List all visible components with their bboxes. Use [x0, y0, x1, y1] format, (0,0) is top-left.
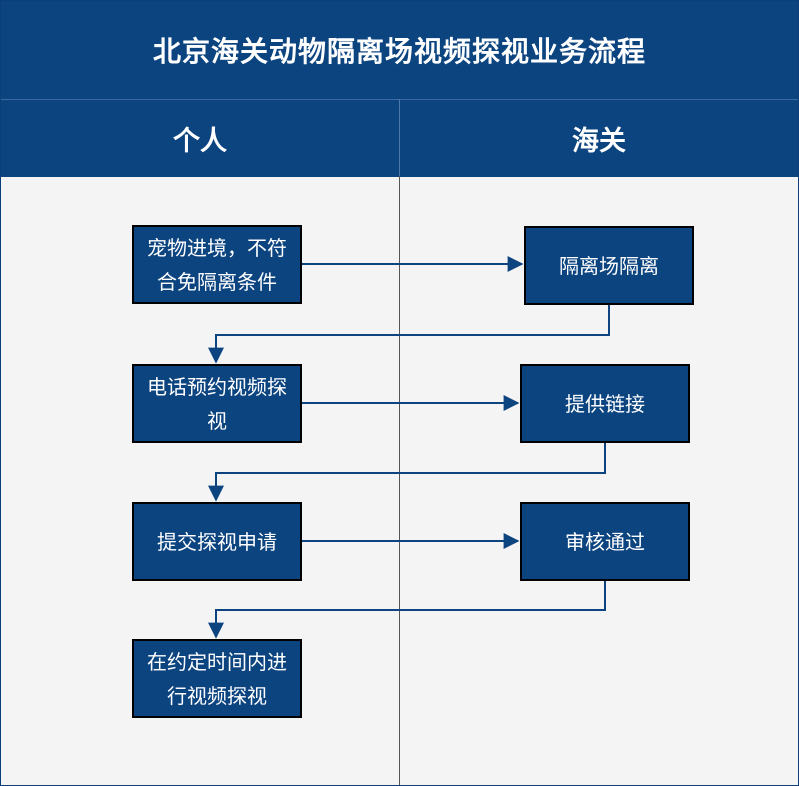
step-phone-appointment: 电话预约视频探视	[132, 364, 302, 443]
lane-header-individual: 个人	[1, 99, 399, 177]
diagram-title: 北京海关动物隔离场视频探视业务流程	[1, 1, 798, 99]
arrow-h1-to-p2	[208, 305, 610, 364]
step-video-visit: 在约定时间内进行视频探视	[132, 639, 302, 718]
step-submit-request: 提交探视申请	[132, 502, 302, 581]
arrow-h2-to-p3	[208, 443, 606, 502]
lane-header-customs: 海关	[400, 99, 798, 177]
lane-divider	[399, 176, 400, 785]
arrow-h3-to-p4	[208, 581, 606, 639]
step-pet-entry: 宠物进境，不符合免隔离条件	[132, 225, 302, 304]
step-provide-link: 提供链接	[520, 364, 690, 443]
step-approved: 审核通过	[520, 502, 690, 581]
step-quarantine-isolation: 隔离场隔离	[524, 226, 694, 305]
lane-header-divider	[399, 99, 400, 176]
